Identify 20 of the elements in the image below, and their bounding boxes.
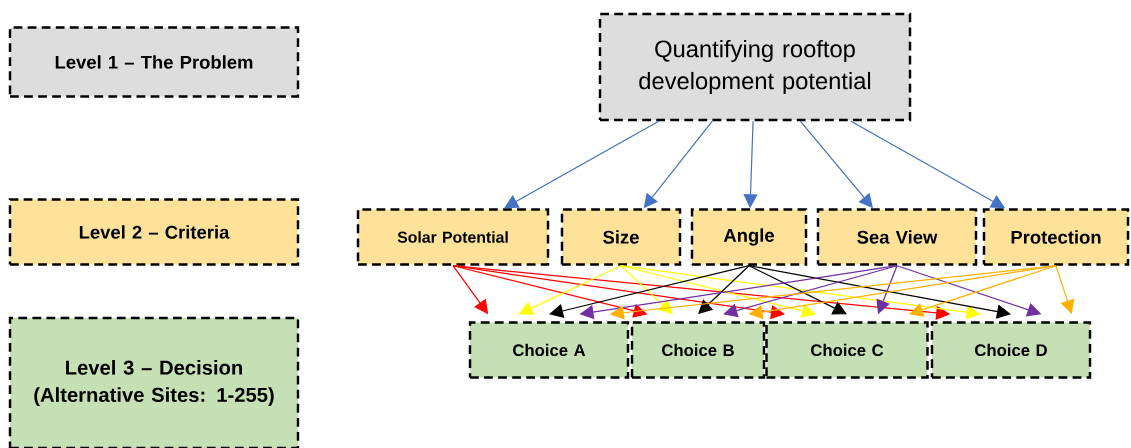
arrow [620,265,816,318]
arrow [748,265,1011,319]
criterion-box: Protection [982,208,1130,266]
criterion-box: Sea View [816,208,978,266]
arrow [549,265,750,318]
level-box: Level 1 – The Problem [8,26,300,98]
criterion-box: Size [560,208,682,266]
choice-box: Choice B [630,321,766,379]
level-box: Level 2 – Criteria [8,198,300,266]
arrow [504,120,660,209]
criterion-box: Angle [690,208,808,266]
choice-box: Choice D [930,321,1092,379]
criterion-box: Solar Potential [356,208,550,266]
arrow [909,265,1057,317]
choice-box: Choice A [468,321,630,379]
arrow [748,265,847,315]
arrow [723,265,898,318]
choice-box: Choice C [765,321,929,379]
level-box: Level 3 – Decision (Alternative Sites: 1-255) [8,316,300,448]
goal-box: Quantifying rooftop development potential [598,12,912,122]
